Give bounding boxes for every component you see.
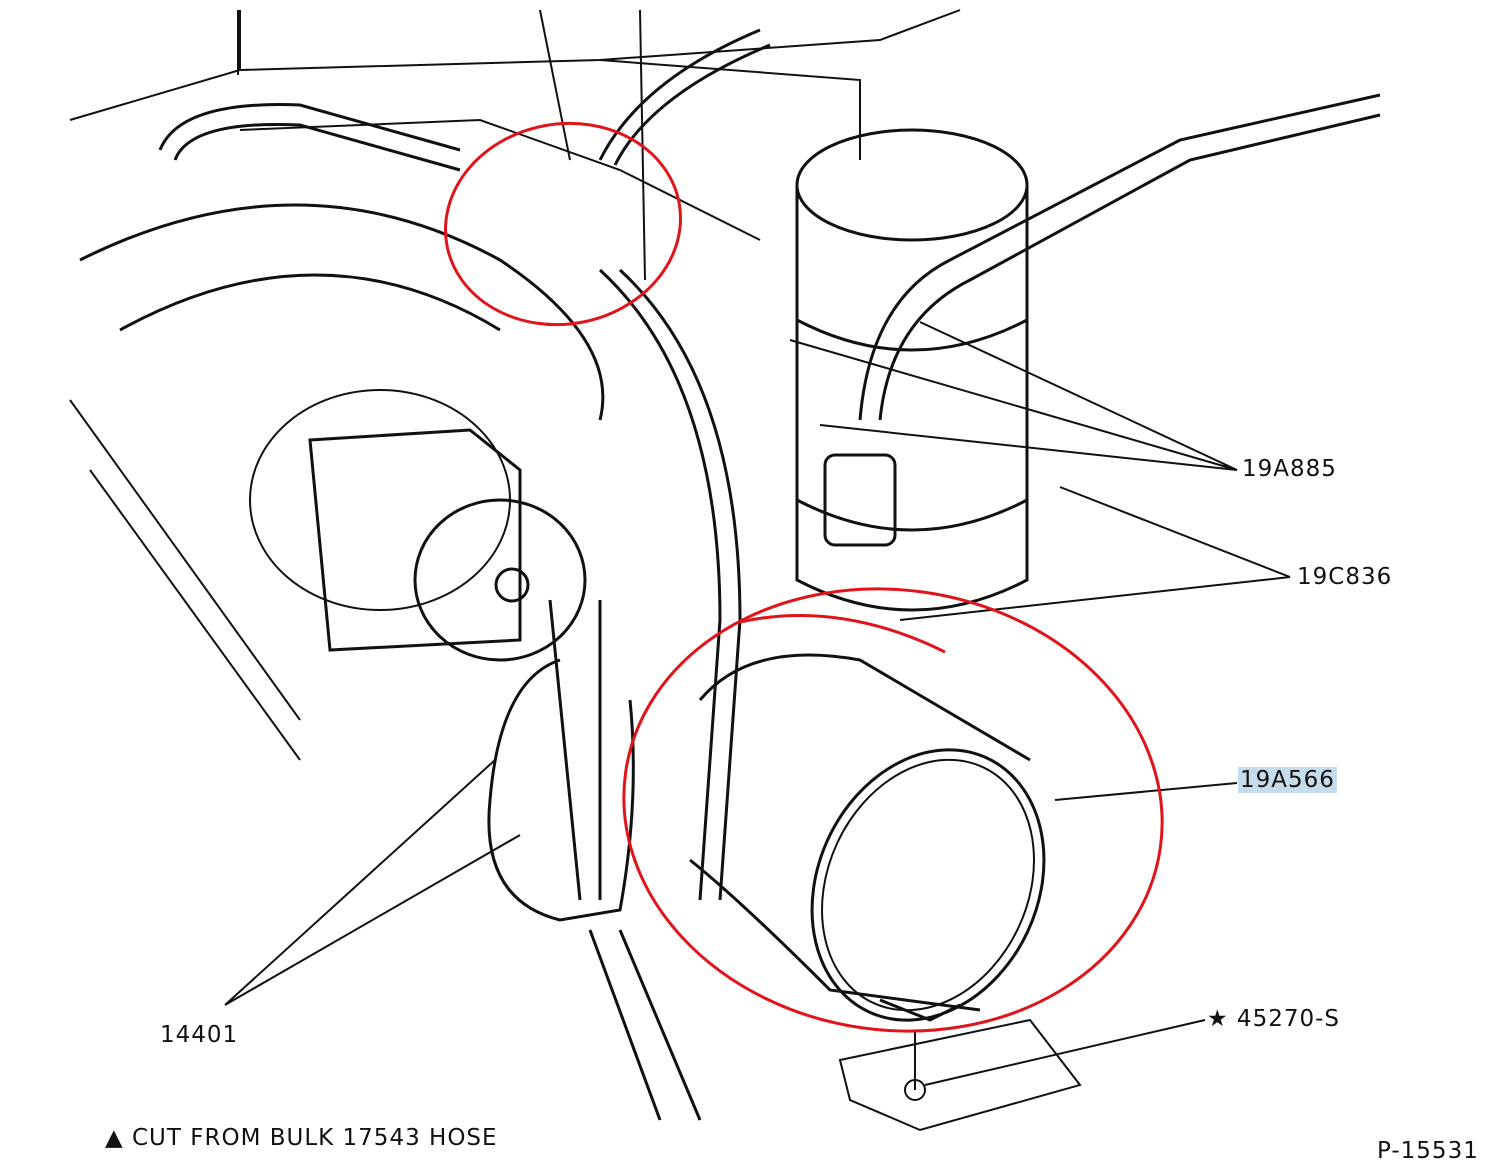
part-label-19a885: 19A885 <box>1242 456 1337 482</box>
blower-housing <box>79 203 605 611</box>
leader-lines <box>224 9 1291 1086</box>
part-label-14401: 14401 <box>160 1022 239 1048</box>
blower-motor <box>308 428 587 662</box>
part-label-45270s: ★ 45270-S <box>1207 1006 1340 1032</box>
red-circle-canister <box>622 587 1164 1033</box>
part-label-19c836: 19C836 <box>1297 564 1393 590</box>
mounting-bracket <box>838 1018 1082 1132</box>
receiver-drier <box>795 128 1029 612</box>
part-label-19a566: 19A566 <box>1238 767 1337 793</box>
inline-filter-canister <box>689 653 1046 1022</box>
red-circle-top <box>444 121 682 327</box>
firewall-panel <box>69 9 961 761</box>
figure-id: P-15531 <box>1377 1138 1479 1164</box>
red-annotation-marks <box>444 121 1164 1033</box>
footnote: ▲ CUT FROM BULK 17543 HOSE <box>105 1125 498 1151</box>
hose-bundle <box>487 599 702 1121</box>
